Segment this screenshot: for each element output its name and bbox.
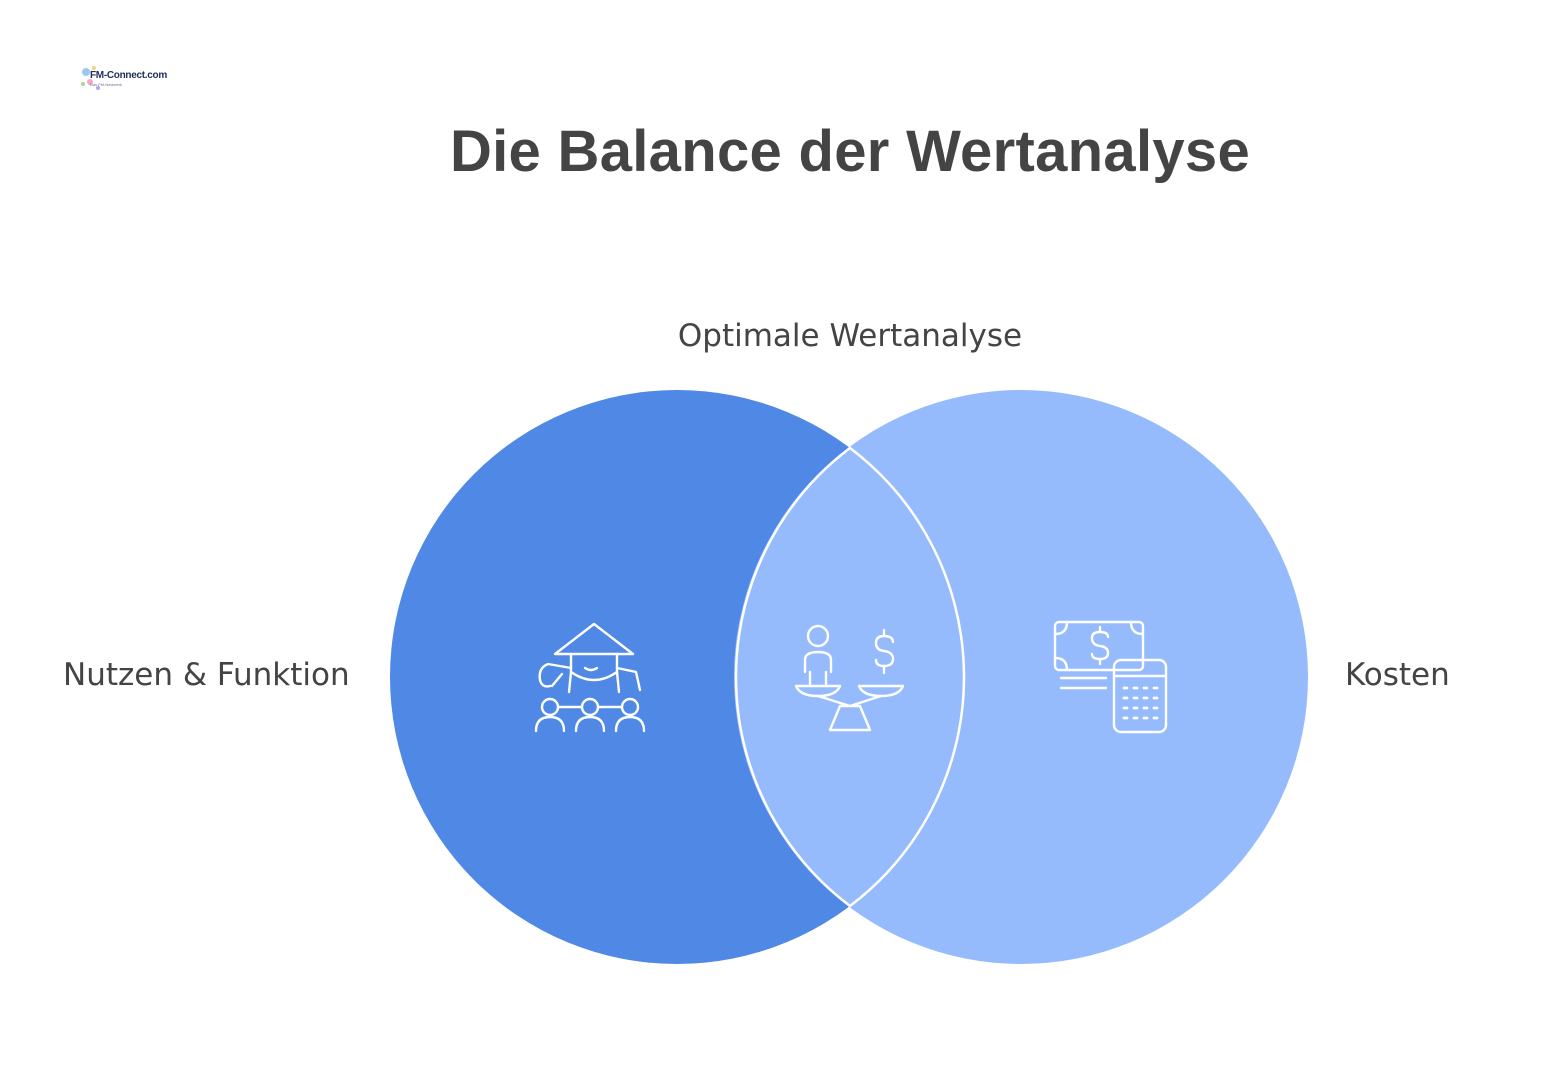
label-intersection: Optimale Wertanalyse [677, 318, 1023, 354]
fm-connect-logo: FM-Connect.com Das FM-Netzwerk [78, 60, 167, 94]
balance-scale-person-money-icon [794, 624, 905, 732]
logo-splash-icon [81, 66, 100, 90]
money-calculator-icon [1053, 620, 1168, 734]
label-right-circle: Kosten [1345, 657, 1450, 693]
circle-intersection [734, 390, 964, 964]
intersection-outline [734, 446, 966, 908]
teacher-with-students-icon [534, 622, 646, 733]
label-left-circle: Nutzen & Funktion [63, 657, 350, 693]
logo-text: FM-Connect.com [90, 70, 167, 81]
page-title: Die Balance der Wertanalyse [449, 119, 1251, 184]
logo-subtext: Das FM-Netzwerk [90, 82, 123, 87]
